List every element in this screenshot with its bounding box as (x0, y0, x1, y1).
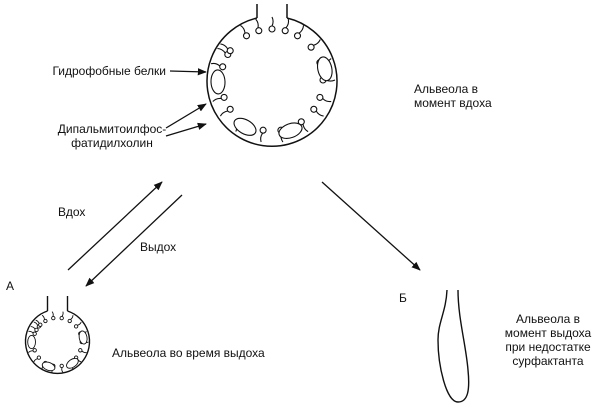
label-alveola-inhale: Альвеола в момент вдоха (414, 82, 492, 110)
hydrophobic-protein (78, 330, 88, 345)
large-alveola-wall (206, 17, 338, 147)
label-alveola-exhale: Альвеола во время выдоха (112, 346, 265, 360)
lipid-tail (260, 132, 264, 143)
lipid-head (32, 331, 37, 336)
small-alveola (24, 296, 91, 375)
label-inhale: Вдох (58, 205, 86, 219)
hydrophobic-proteins-pointer (169, 68, 207, 76)
lipid-tail (219, 110, 228, 117)
lipid-head (242, 32, 251, 40)
hydrophobic-protein (210, 69, 226, 95)
lipid-tail (30, 326, 36, 330)
collapsed-alveola (437, 289, 470, 403)
lipid-tail (61, 367, 64, 373)
label-a: А (6, 279, 15, 293)
lipid-tail (313, 39, 321, 46)
hydrophobic-protein (27, 334, 36, 350)
lipid-head (43, 318, 48, 324)
lipid-head (281, 27, 289, 35)
lipid-head (316, 93, 324, 101)
lipid-tail (70, 315, 74, 320)
lipid-head (307, 43, 315, 51)
lipid-head (293, 32, 302, 40)
collapse-arrow (321, 181, 421, 271)
lipid-head (220, 93, 228, 101)
lipid-tail (61, 311, 64, 317)
surfactant-layer-large (210, 16, 336, 143)
label-alveola-deficit: Альвеола в момент выдоха при недостатке … (498, 312, 598, 368)
label-dppc: Дипальмитоилфос- фатидилхолин (56, 122, 168, 150)
arrows (67, 68, 421, 287)
lipid-head (226, 47, 234, 55)
lipid-tail (77, 321, 82, 326)
lipid-tail (51, 311, 54, 317)
lipid-head (73, 324, 79, 329)
label-deficit-line2: момент выдоха (504, 326, 592, 340)
lipid-head (51, 315, 56, 321)
lipid-head (268, 25, 276, 33)
surfactant-layer-small (27, 311, 89, 373)
hydrophobic-protein (278, 122, 303, 140)
lipid-head (67, 318, 72, 324)
lipid-head (59, 363, 64, 369)
label-hydrophobic-proteins: Гидрофобные белки (52, 64, 166, 78)
lipid-tail (210, 62, 221, 67)
label-dppc-line2: фатидилхолин (71, 136, 153, 150)
lipid-head (38, 322, 43, 327)
lipid-tail (302, 124, 309, 133)
label-alveola-inhale-line1: Альвеола в (414, 82, 478, 96)
lipid-head (310, 105, 318, 113)
dppc-pointer-1 (165, 103, 207, 129)
label-dppc-line1: Дипальмитоилфос- (57, 122, 167, 136)
lipid-tail (217, 47, 226, 54)
lipid-tail (285, 18, 290, 29)
small-alveola-wall (24, 310, 91, 375)
hydrophobic-protein (66, 357, 79, 369)
lipid-head (59, 315, 64, 321)
lipid-tail (298, 25, 305, 34)
label-deficit-line3: при недостатке (505, 340, 591, 354)
inhale-arrow (67, 181, 163, 271)
hydrophobic-protein (233, 117, 257, 136)
lipid-tail (41, 314, 45, 320)
lipid-tail (28, 350, 34, 353)
lipid-tail (255, 18, 259, 28)
label-exhale: Выдох (140, 240, 177, 254)
lipid-head (78, 348, 83, 353)
label-deficit-line1: Альвеола в (516, 312, 580, 326)
lipid-head (226, 105, 234, 113)
large-alveola (206, 4, 338, 147)
lipid-head (36, 355, 42, 360)
label-alveola-inhale-line2: момент вдоха (414, 96, 492, 110)
lipid-tail (28, 330, 34, 334)
lipid-tail (240, 24, 246, 34)
dppc-pointer-2 (165, 122, 207, 137)
lipid-head (219, 63, 227, 71)
lipid-head (259, 126, 267, 134)
lipid-tail (271, 16, 274, 27)
lipid-tail (315, 110, 324, 117)
lipid-tail (81, 350, 87, 354)
hydrophobic-protein (41, 361, 56, 372)
hydrophobic-protein (316, 56, 333, 82)
lipid-tail (322, 98, 332, 103)
lipid-tail (220, 43, 229, 50)
lipid-tail (33, 321, 39, 326)
exhale-arrow (85, 194, 183, 287)
label-b: Б (399, 291, 407, 305)
lipid-head (34, 327, 39, 333)
lipid-tail (212, 97, 222, 102)
lipid-head (255, 27, 263, 35)
lipid-tail (33, 358, 38, 363)
lipid-head (32, 348, 37, 353)
collapsed-alveola-wall (437, 289, 470, 403)
label-deficit-line4: сурфактанта (512, 354, 584, 368)
